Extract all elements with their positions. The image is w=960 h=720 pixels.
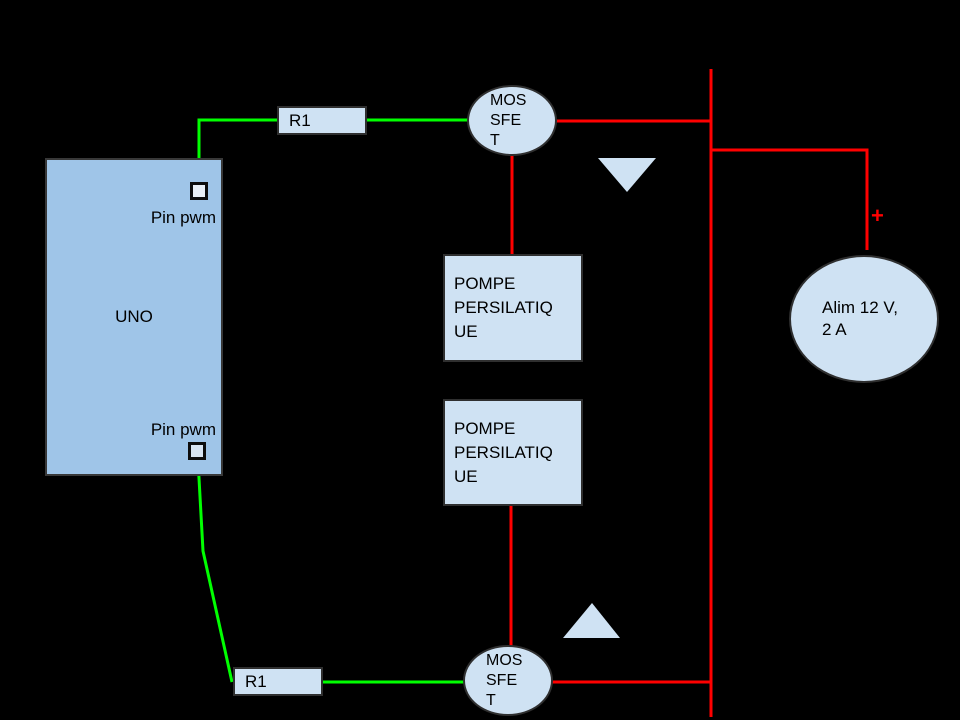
power-supply-label: Alim 12 V, 2 A — [822, 298, 898, 339]
mosfet-top-label: MOS SFE T — [490, 92, 527, 149]
mosfet-top-ellipse: MOS SFE T — [467, 85, 557, 156]
pump-bottom-box: POMPE PERSILATIQ UE — [443, 399, 583, 506]
mosfet-bottom-label: MOS SFE T — [486, 652, 523, 709]
power-supply-ellipse: Alim 12 V, 2 A — [789, 255, 939, 383]
pump-top-label: POMPE PERSILATIQ UE — [454, 274, 553, 341]
pump-top-box: POMPE PERSILATIQ UE — [443, 254, 583, 362]
pwm-pin-top-label: Pin pwm — [150, 208, 216, 227]
uno-board-box: UNO — [45, 158, 223, 476]
triangle-up-shape — [563, 603, 620, 638]
wire-pwm-bottom-to-r1 — [196, 459, 234, 683]
resistor-r1-bottom-box: R1 — [233, 667, 323, 696]
wire-rail-to-power-supply — [711, 148, 869, 250]
resistor-r1-top-label: R1 — [289, 110, 311, 130]
pwm-pin-bottom-square — [188, 442, 206, 460]
power-supply-plus-label: + — [871, 203, 884, 228]
pwm-pin-bottom-label: Pin pwm — [150, 420, 216, 439]
mosfet-bottom-ellipse: MOS SFE T — [463, 645, 553, 716]
pump-bottom-label: POMPE PERSILATIQ UE — [454, 418, 553, 486]
resistor-r1-bottom-label: R1 — [245, 671, 267, 691]
pwm-pin-top-square — [190, 182, 208, 200]
uno-label: UNO — [115, 307, 153, 326]
triangle-down-shape — [598, 158, 656, 192]
resistor-r1-top-box: R1 — [277, 106, 367, 135]
